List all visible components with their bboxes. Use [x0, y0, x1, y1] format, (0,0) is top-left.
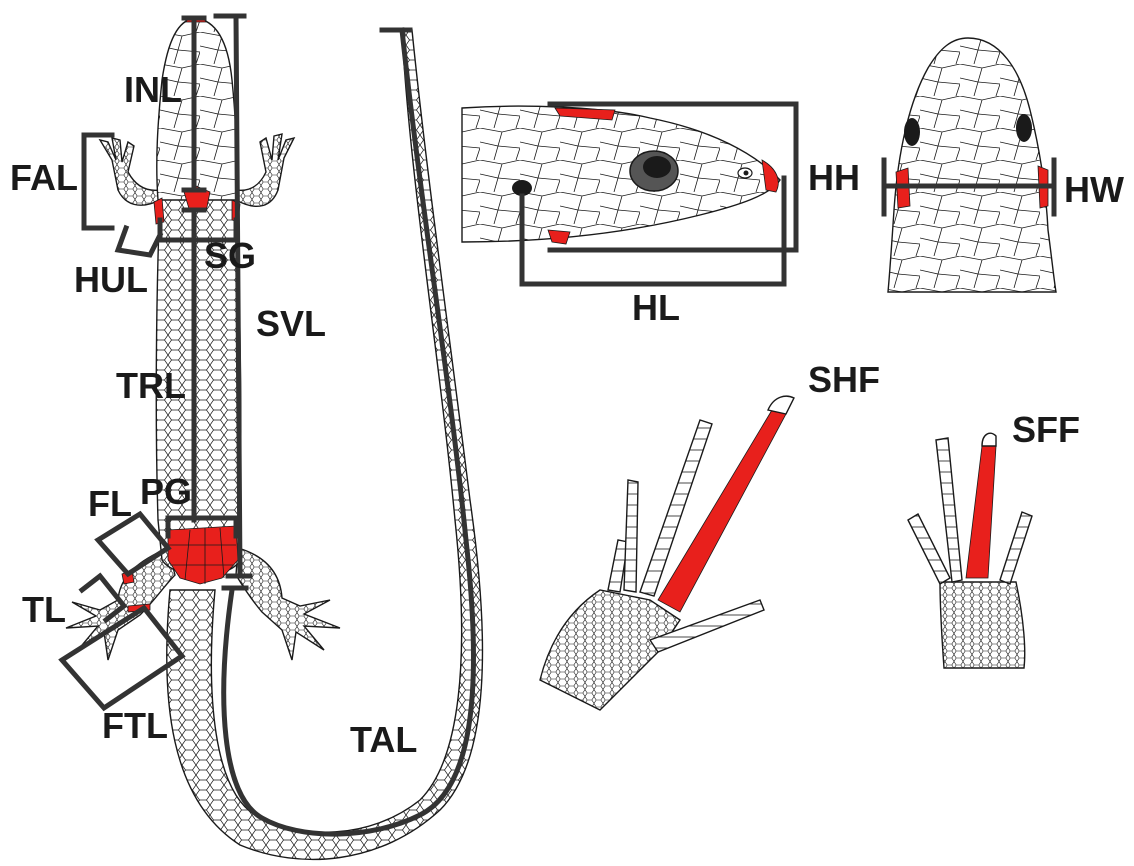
label-tal: TAL [350, 719, 417, 760]
hind-foot-view [540, 396, 794, 710]
label-tl: TL [22, 589, 66, 630]
dorsal-eye-right [1016, 114, 1032, 142]
label-fl: FL [88, 483, 132, 524]
label-hul: HUL [74, 259, 148, 300]
fore-leg-right [236, 134, 294, 206]
hind-toe-4-claw [768, 396, 794, 414]
label-inl: INL [124, 69, 182, 110]
dorsal-eye-left [904, 118, 920, 146]
eye-pupil [643, 156, 671, 178]
label-sg: SG [204, 235, 256, 276]
lateral-labial-highlight [548, 230, 570, 244]
label-hw: HW [1064, 169, 1124, 210]
head-lateral-view [462, 104, 796, 284]
head-lateral-outline [462, 106, 780, 242]
nostril-dot [744, 171, 749, 176]
label-sff: SFF [1012, 409, 1080, 450]
fore-foot-sole [940, 582, 1025, 668]
hind-toe-2 [624, 480, 638, 592]
fore-foot-view [908, 433, 1032, 668]
head-dorsal-outline [888, 38, 1056, 292]
label-fal: FAL [10, 157, 78, 198]
hind-leg-right [236, 548, 340, 660]
label-ftl: FTL [102, 705, 168, 746]
fore-toe-3-claw [982, 433, 996, 446]
head-dorsal-view [884, 38, 1056, 292]
label-svl: SVL [256, 303, 326, 344]
label-shf: SHF [808, 359, 880, 400]
label-hl: HL [632, 287, 680, 328]
label-trl: TRL [116, 365, 186, 406]
fore-toe-4 [1000, 512, 1032, 584]
label-pg: PG [140, 471, 192, 512]
fore-toe-3-highlight [966, 446, 996, 578]
label-hh: HH [808, 157, 860, 198]
fore-leg-left [100, 138, 160, 205]
fore-toe-1 [908, 514, 950, 584]
